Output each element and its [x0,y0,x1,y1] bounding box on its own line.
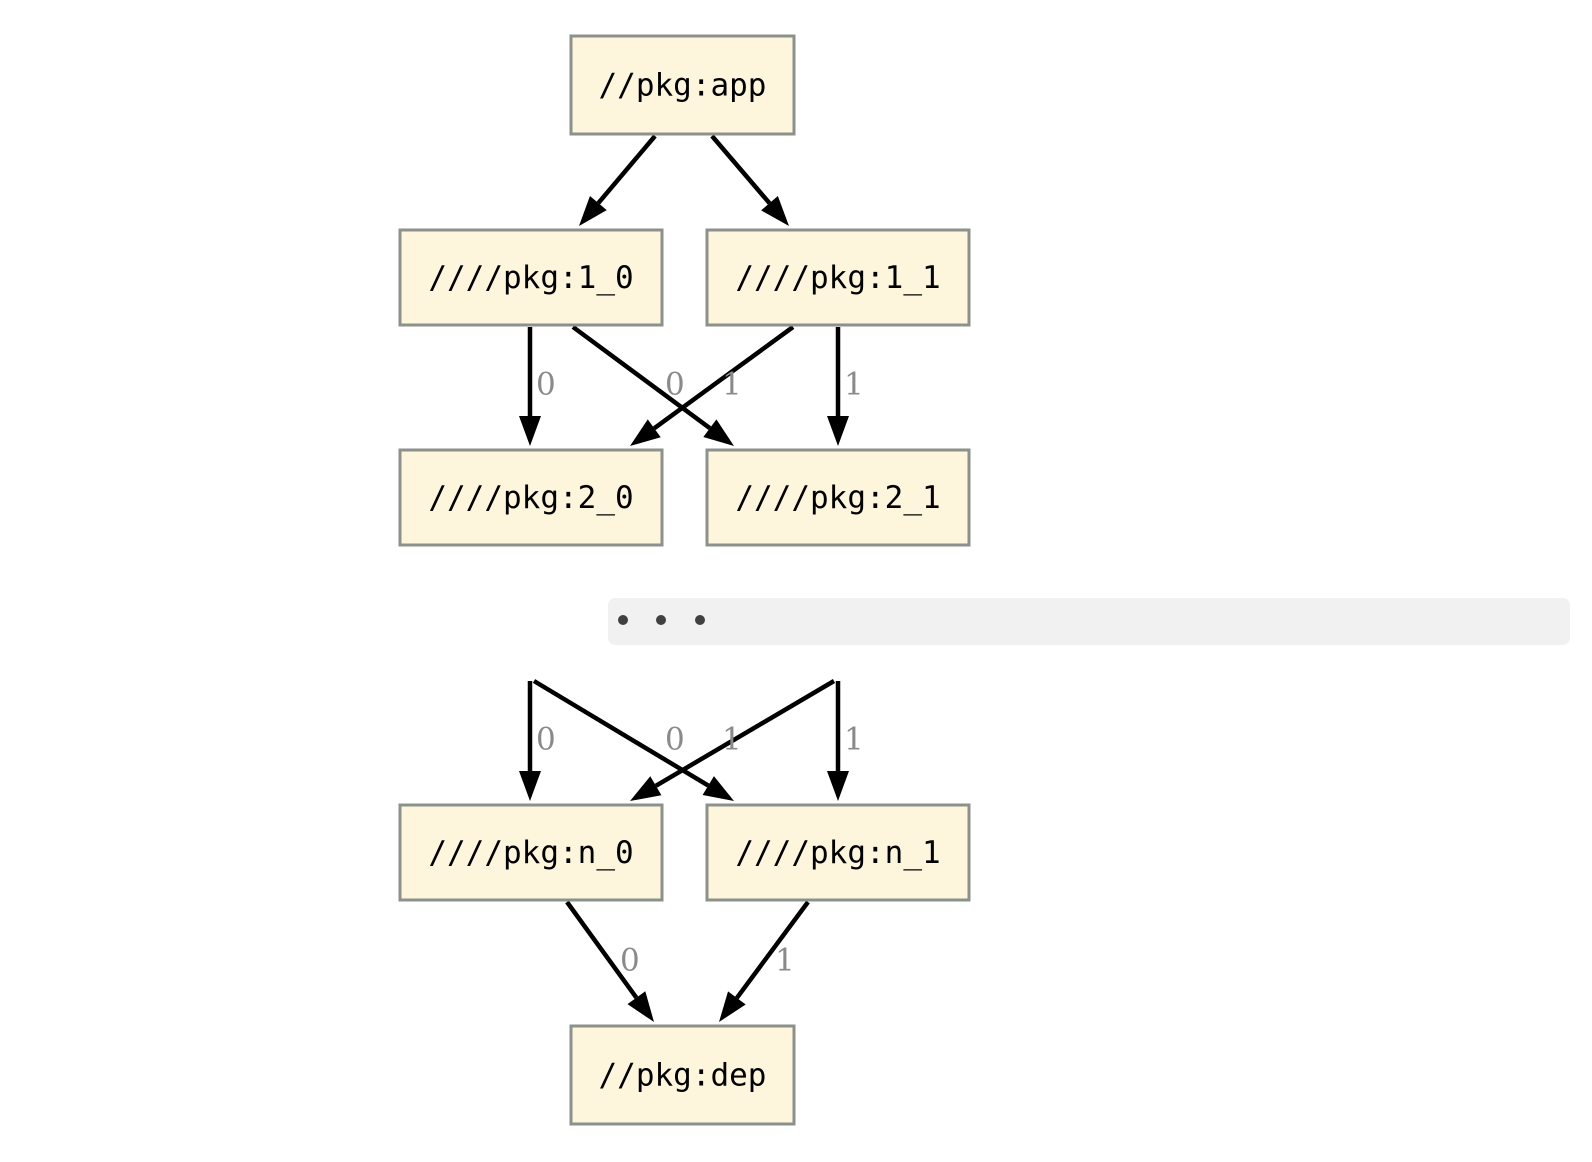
truncation-indicator [608,598,1570,645]
edge-app-to-1_1 [710,134,789,226]
edge-1_1-to-2_1 [827,327,849,446]
ellipsis-dot-3 [695,615,705,625]
edge-label-n_0-to-dep: 0 [620,943,640,979]
edge-line [532,679,710,788]
ellipsis-band-layer [608,598,1570,645]
node-n1_1[interactable]: ////pkg:1_1 [705,228,971,327]
node-dep[interactable]: //pkg:dep [569,1024,796,1126]
edge-label-n_1-to-dep: 1 [775,943,795,979]
arrowhead-icon [703,419,734,446]
ellipsis-band-background [608,598,1570,645]
node-label: ////pkg:n_1 [735,835,940,871]
node-nn_0[interactable]: ////pkg:n_0 [398,803,664,902]
arrowhead-icon [519,771,541,801]
edge-label-prev-to-n_1: 0 [665,722,685,758]
node-app[interactable]: //pkg:app [569,34,796,136]
arrowhead-icon [702,776,734,801]
edge-label-1_0-to-2_1: 0 [665,367,685,403]
node-label: ////pkg:2_0 [428,480,633,516]
edge-prev-to-n_1 [532,679,734,801]
arrowhead-icon [827,416,849,446]
edge-line [710,134,772,205]
edge-app-to-1_0 [579,134,657,226]
edge-prev2-to-n_1 [827,681,849,801]
node-label: //pkg:dep [599,1058,767,1094]
edge-1_0-to-2_0 [519,327,541,446]
edges-layer [519,134,849,1022]
edge-label-prev2-to-n_1: 1 [844,722,864,758]
node-label: ////pkg:1_1 [735,260,940,296]
arrowhead-icon [630,776,662,801]
node-label: ////pkg:n_0 [428,835,633,871]
node-box[interactable] [398,803,664,902]
edge-1_0-to-2_1 [571,325,734,446]
node-box[interactable] [705,803,971,902]
edge-label-prev2-to-n_0: 1 [722,722,742,758]
edge-line [571,325,712,430]
node-box[interactable] [705,228,971,327]
edge-n_1-to-dep [719,900,810,1022]
edge-prev-to-n_0 [519,681,541,801]
arrowhead-icon [519,416,541,446]
arrowhead-icon [630,419,661,446]
ellipsis-dot-2 [656,615,666,625]
edge-label-1_1-to-2_0: 1 [722,367,742,403]
edge-labels-layer: 0 0 1 1 0 0 1 1 0 1 [536,367,864,979]
edge-line [565,900,639,1000]
node-n2_0[interactable]: ////pkg:2_0 [398,448,664,547]
arrowhead-icon [761,196,789,226]
arrowhead-icon [579,195,607,226]
edge-label-1_0-to-2_0: 0 [536,367,556,403]
edge-line [735,900,810,1000]
node-box[interactable] [569,34,796,136]
arrowhead-icon [627,991,654,1022]
edge-line [596,134,657,205]
node-box[interactable] [398,448,664,547]
edge-label-1_1-to-2_1: 1 [844,367,864,403]
edge-line [652,325,795,431]
arrowhead-icon [719,991,746,1022]
arrowhead-icon [827,771,849,801]
node-box[interactable] [569,1024,796,1126]
ellipsis-dot-1 [618,615,628,625]
node-label: ////pkg:1_0 [428,260,633,296]
node-label: //pkg:app [599,68,767,104]
edge-label-prev-to-n_0: 0 [536,722,556,758]
edge-line [654,679,836,788]
node-nn_1[interactable]: ////pkg:n_1 [705,803,971,902]
node-box[interactable] [705,448,971,547]
node-label: ////pkg:2_1 [735,480,940,516]
edge-n_0-to-dep [565,900,654,1022]
node-box[interactable] [398,228,664,327]
edge-prev2-to-n_0 [630,679,836,801]
node-n2_1[interactable]: ////pkg:2_1 [705,448,971,547]
nodes-layer: //pkg:app ////pkg:1_0 ////pkg:1_1 ////pkg:2… [398,34,971,1126]
edge-1_1-to-2_0 [630,325,795,446]
node-n1_0[interactable]: ////pkg:1_0 [398,228,664,327]
